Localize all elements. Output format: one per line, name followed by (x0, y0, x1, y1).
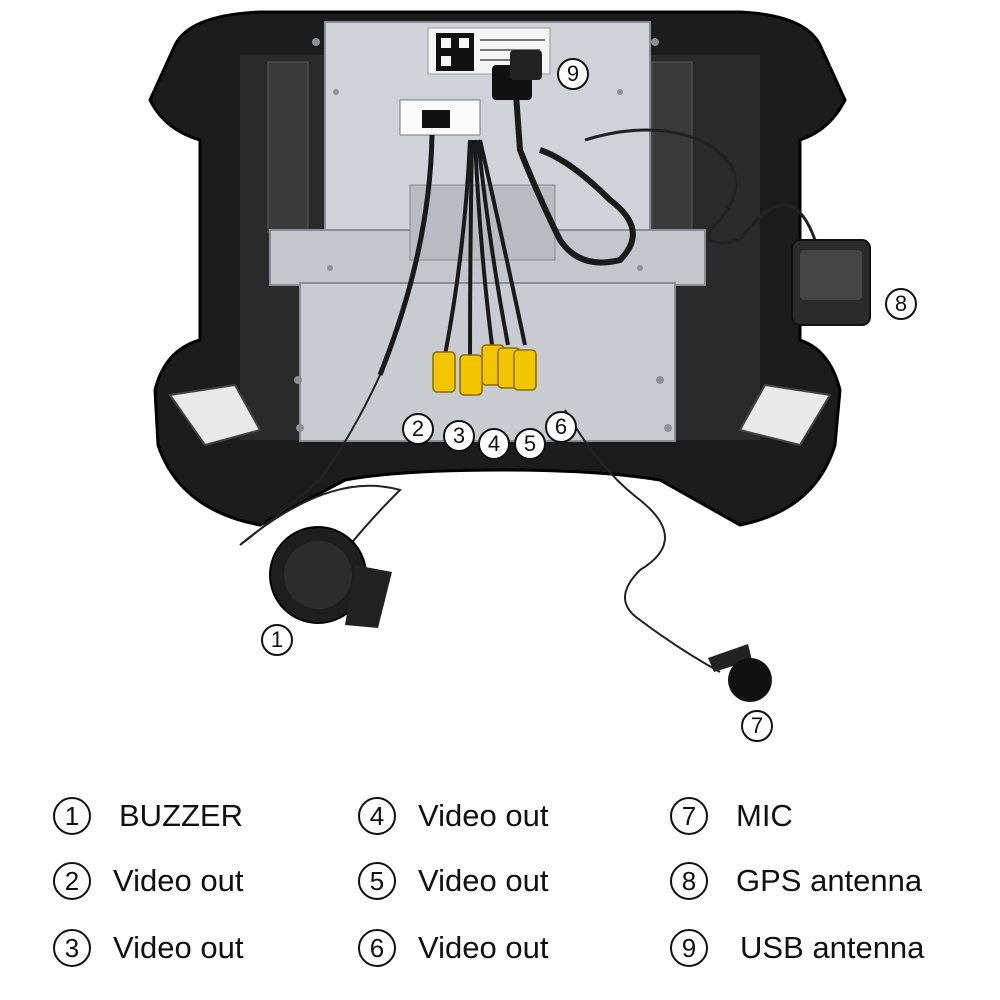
buzzer-bracket (345, 565, 392, 628)
rca-cables (443, 139, 527, 356)
legend-number: 1 (53, 797, 91, 835)
callout-9: 9 (557, 58, 589, 90)
legend-item-9: 9 USB antenna (670, 924, 924, 972)
legend-number: 6 (358, 929, 396, 967)
product-illustration (148, 10, 871, 702)
gps-cable (584, 128, 817, 244)
legend-item-8: 8 GPS antenna (670, 857, 922, 905)
right-vent (738, 383, 832, 447)
legend-item-4: 4 Video out (358, 792, 548, 840)
callout-1: 1 (261, 624, 293, 656)
buzzer-wire (239, 374, 402, 546)
legend-item-1: 1 BUZZER (53, 792, 243, 840)
legend-number: 4 (358, 797, 396, 835)
legend-label: GPS antenna (736, 863, 923, 898)
callout-6: 6 (545, 411, 577, 443)
legend: 1 BUZZER 2 Video out 3 Video out 4 Video… (0, 790, 1000, 980)
legend-item-2: 2 Video out (53, 857, 243, 905)
mic-cable (564, 409, 721, 673)
legend-number: 2 (53, 862, 91, 900)
legend-number: 3 (53, 929, 91, 967)
callout-4: 4 (478, 428, 510, 460)
callout-7: 7 (741, 710, 773, 742)
right-bracket (651, 61, 693, 233)
legend-number: 8 (670, 862, 708, 900)
legend-label: Video out (113, 863, 244, 898)
legend-label: Video out (418, 863, 549, 898)
callout-3: 3 (443, 420, 475, 452)
callout-2: 2 (402, 413, 434, 445)
legend-number: 7 (670, 797, 708, 835)
legend-label: Video out (113, 930, 244, 965)
left-bracket (267, 61, 309, 233)
callout-8: 8 (885, 288, 917, 320)
callout-5: 5 (514, 428, 546, 460)
legend-label: BUZZER (119, 798, 243, 833)
legend-label: MIC (736, 798, 793, 833)
screws (294, 38, 672, 432)
mic-head (728, 658, 772, 702)
legend-number: 5 (358, 862, 396, 900)
legend-label: Video out (418, 930, 549, 965)
rca-plugs (432, 344, 537, 396)
connector-block (399, 99, 481, 136)
legend-item-3: 3 Video out (53, 924, 243, 972)
product-diagram: 1 2 3 4 5 6 7 8 9 (148, 10, 917, 742)
mic-clip (708, 644, 752, 672)
usb-cable (512, 79, 636, 266)
legend-label: USB antenna (740, 930, 925, 965)
legend-number: 9 (670, 929, 708, 967)
legend-item-6: 6 Video out (358, 924, 548, 972)
legend-label: Video out (418, 798, 549, 833)
legend-item-7: 7 MIC (670, 792, 793, 840)
buzzer-wire-upper (377, 134, 435, 376)
legend-item-5: 5 Video out (358, 857, 548, 905)
left-vent (168, 383, 262, 447)
